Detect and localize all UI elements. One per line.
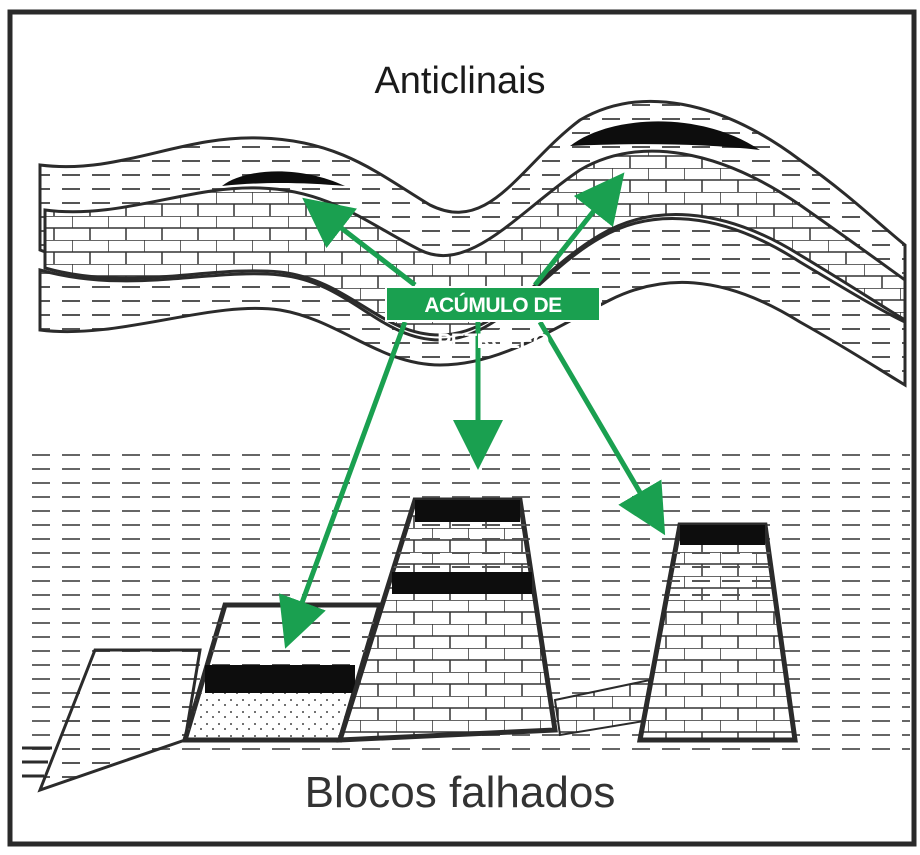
faulted-blocks-title: Blocos falhados bbox=[0, 768, 920, 818]
faulted-blocks bbox=[20, 450, 910, 790]
oil-accumulation-label: ACÚMULO DE PETRÓLEO bbox=[385, 286, 601, 322]
anticlines-title: Anticlinais bbox=[0, 60, 920, 103]
